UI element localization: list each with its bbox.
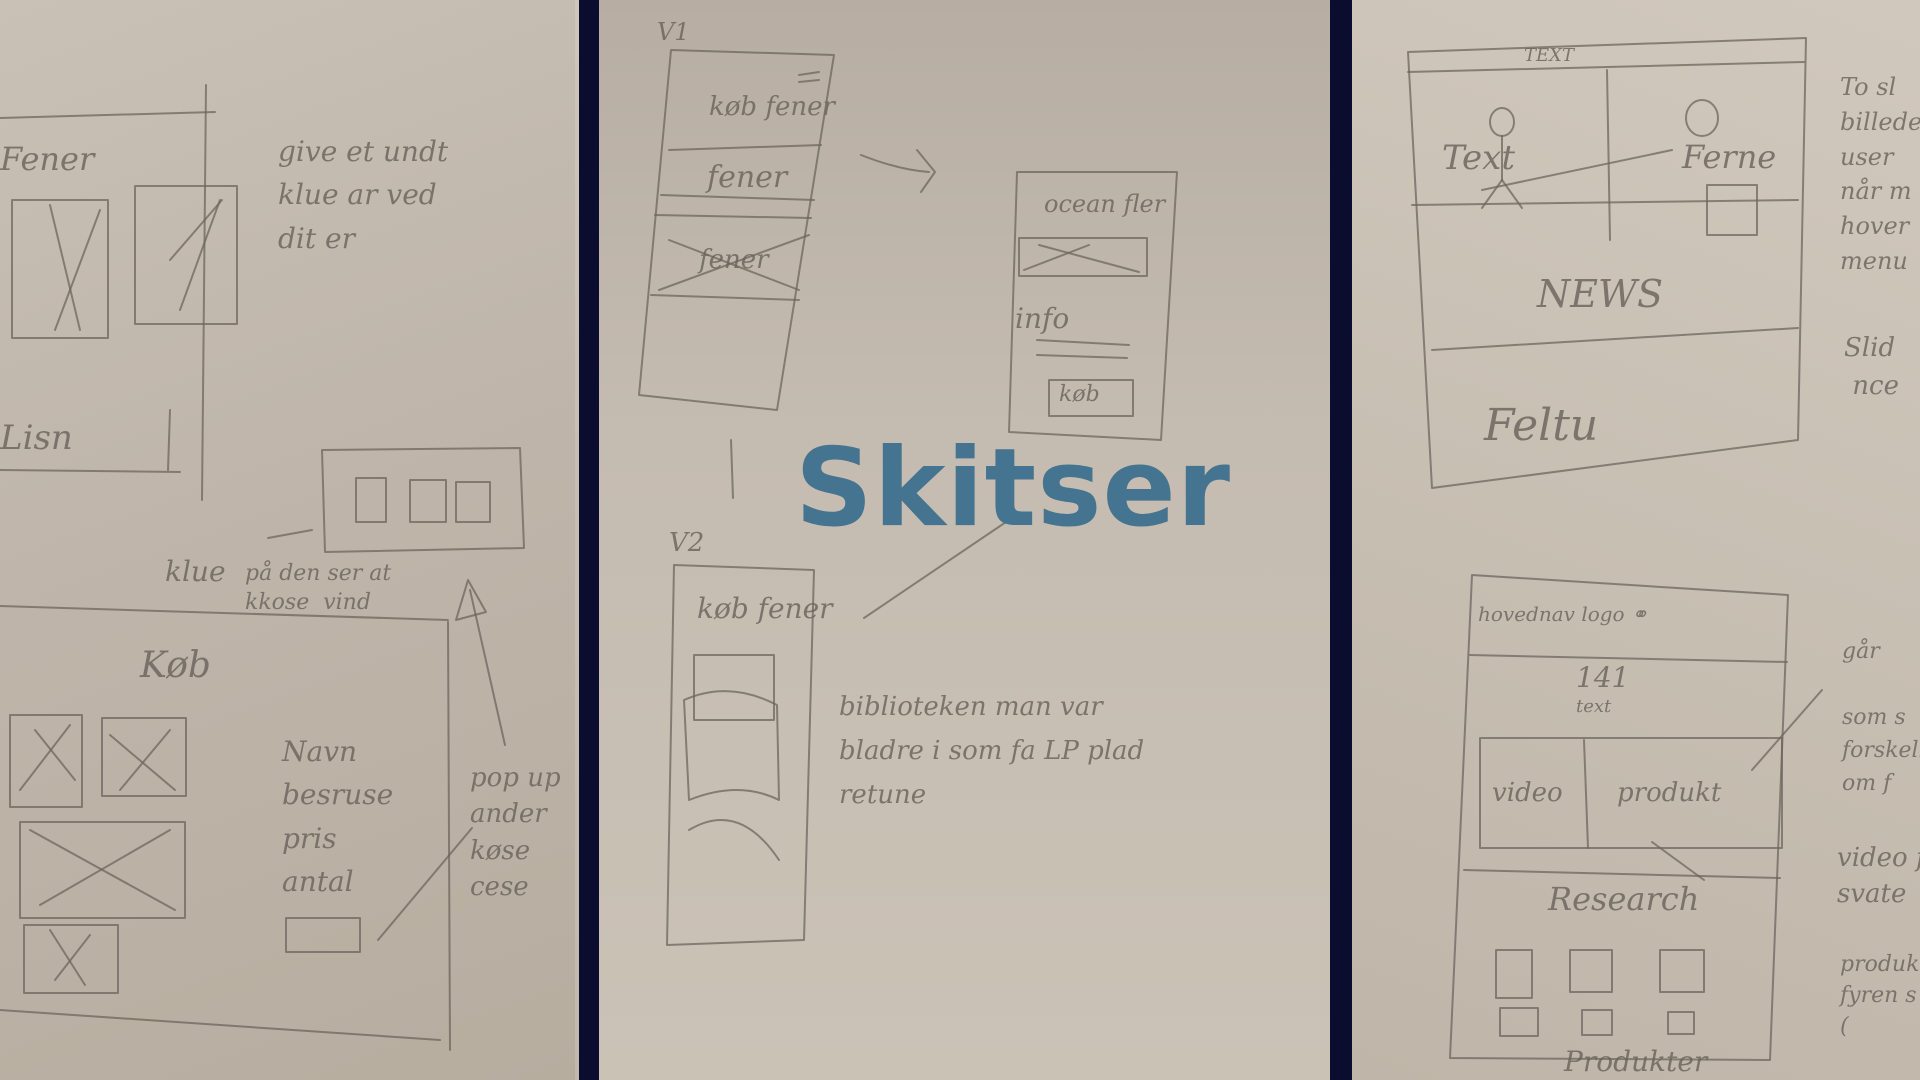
handwriting: Text [1442, 138, 1515, 178]
handwriting: Research [1548, 880, 1700, 918]
handwriting: Slid nce [1844, 333, 1899, 401]
handwriting: køb fener [709, 92, 835, 122]
handwriting: Fener [0, 140, 95, 178]
handwriting: info [1015, 302, 1070, 335]
handwriting: køb fener [697, 592, 833, 625]
wireframe-sketch-right [1407, 37, 1823, 1061]
handwriting: Lisn [0, 418, 73, 458]
handwriting: fener [699, 245, 769, 275]
handwriting: TEXT [1524, 45, 1574, 66]
handwriting: video [1492, 778, 1563, 808]
sketch-photo-middle: V1 køb fener fener fener ocean fler info… [599, 0, 1330, 1080]
handwriting: Feltu [1484, 400, 1599, 451]
handwriting: hovednav logo ⚭ [1478, 602, 1648, 626]
handwriting: køb [1059, 382, 1100, 407]
page-edge [575, 0, 579, 1080]
handwriting: Produkter [1564, 1045, 1708, 1078]
handwriting: produkt [1617, 778, 1722, 808]
handwriting: Køb [140, 645, 211, 686]
handwriting: klue [165, 555, 226, 588]
handwriting: fener [707, 160, 788, 195]
handwriting: ocean fler [1044, 190, 1166, 218]
handwriting: NEWS [1537, 272, 1664, 316]
handwriting: V1 [657, 18, 690, 46]
handwriting: V2 [669, 528, 705, 558]
handwriting: Ferne [1682, 138, 1777, 176]
slide-title: Skitser [795, 426, 1232, 551]
